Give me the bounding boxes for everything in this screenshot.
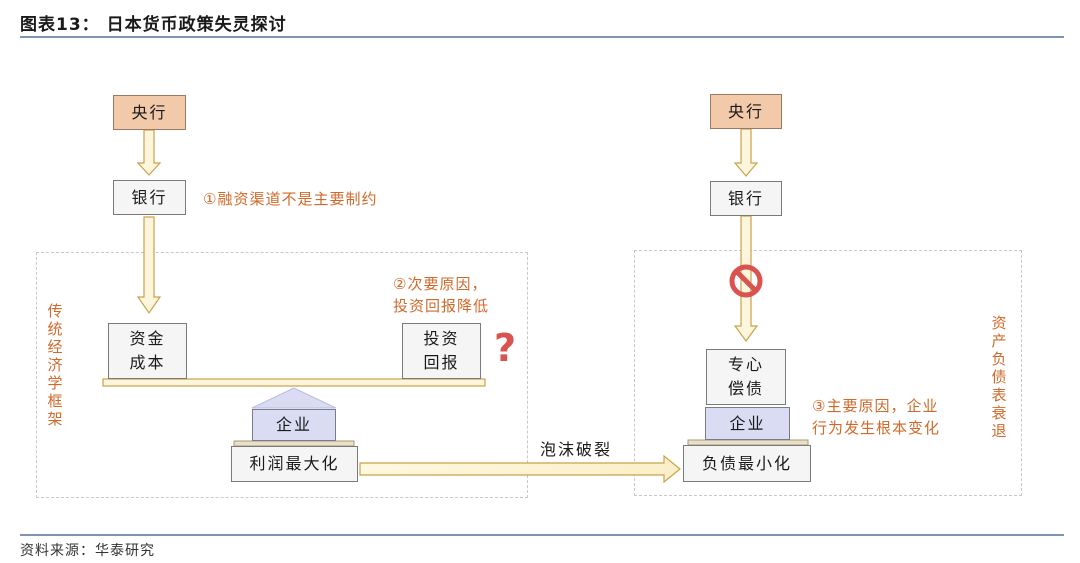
note-secondary-reason-line2: 投资回报降低: [393, 297, 490, 315]
funding-cost-line1: 资金: [129, 329, 166, 348]
seesaw-fulcrum: [251, 387, 337, 409]
left-central-bank-box: 央行: [113, 95, 186, 130]
prohibit-icon: [729, 264, 763, 298]
left-enterprise-box: 企业: [252, 409, 336, 441]
arrow-left-bank-to-funding: [136, 216, 162, 315]
arrow-left-cb-to-bank: [136, 129, 162, 176]
note-main-reason-line1: ③主要原因，企业: [812, 397, 939, 415]
right-framework-frame: [634, 250, 1022, 496]
left-bank-label: 银行: [131, 187, 168, 207]
funding-cost-line2: 成本: [129, 353, 166, 372]
note-secondary-reason-line1: ②次要原因，: [393, 275, 488, 293]
investment-return-line1: 投资: [423, 329, 460, 348]
debt-min-label: 负债最小化: [701, 453, 792, 473]
arrow-right-cb-to-bank: [733, 128, 759, 177]
bubble-burst-label: 泡沫破裂: [540, 440, 613, 459]
debt-repay-box: 专心 偿债: [706, 349, 786, 405]
funding-cost-box: 资金 成本: [108, 323, 187, 379]
framework-vertical-label: 传统经济学框架: [47, 302, 63, 428]
debt-min-box: 负债最小化: [683, 445, 811, 482]
profit-max-box: 利润最大化: [231, 446, 358, 482]
figure-title: 图表13： 日本货币政策失灵探讨: [20, 15, 287, 35]
source-note: 资料来源：华泰研究: [20, 543, 155, 559]
left-framework-frame: [36, 252, 528, 498]
note-financing-channel: ①融资渠道不是主要制约: [203, 190, 378, 208]
investment-return-line2: 回报: [423, 353, 460, 372]
right-bank-label: 银行: [727, 188, 764, 208]
arrow-bubble-burst: [359, 454, 681, 484]
top-rule: [20, 36, 1064, 38]
right-enterprise-box: 企业: [705, 407, 790, 440]
profit-max-label: 利润最大化: [249, 454, 340, 473]
right-enterprise-label: 企业: [729, 413, 766, 433]
left-central-bank-label: 央行: [131, 102, 168, 122]
right-bank-box: 银行: [710, 181, 782, 216]
right-central-bank-label: 央行: [727, 101, 764, 121]
note-main-reason-line2: 行为发生根本变化: [812, 419, 941, 437]
recession-vertical-label: 资产负债表衰退: [991, 314, 1007, 440]
seesaw-beam: [102, 378, 486, 387]
left-enterprise-label: 企业: [275, 415, 312, 434]
right-central-bank-box: 央行: [710, 94, 782, 129]
question-mark-icon: ?: [494, 326, 517, 370]
debt-repay-line1: 专心: [727, 355, 764, 374]
left-bank-box: 银行: [113, 180, 186, 215]
debt-repay-line2: 偿债: [727, 379, 764, 398]
investment-return-box: 投资 回报: [402, 323, 481, 379]
bottom-rule: [20, 534, 1064, 536]
